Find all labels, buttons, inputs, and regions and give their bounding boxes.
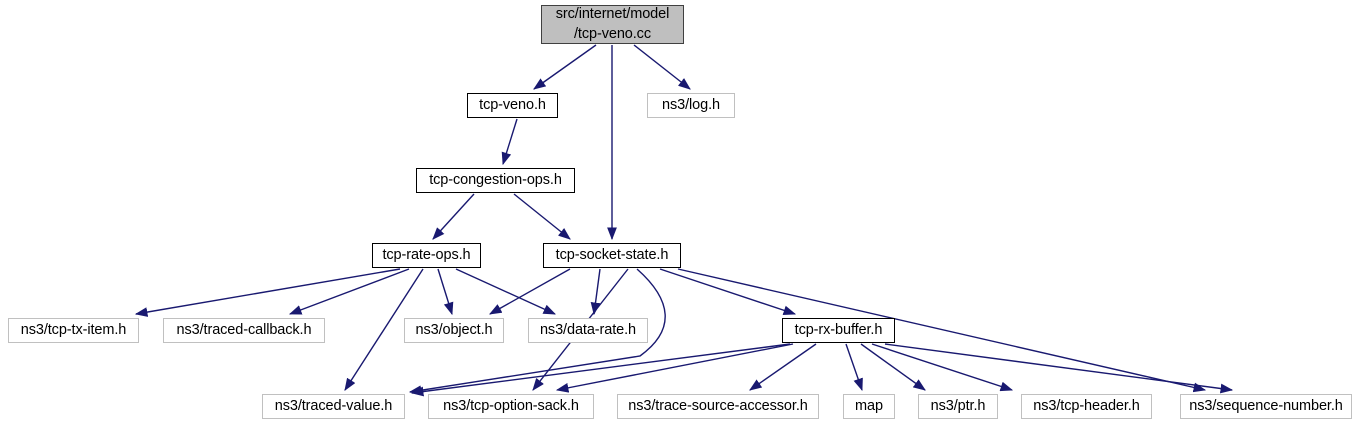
graph-edge-rxbuffer-to-tracedval: [410, 343, 791, 397]
graph-node-txitem[interactable]: ns3/tcp-tx-item.h: [8, 318, 139, 343]
graph-edge-root-to-veno: [533, 44, 597, 90]
graph-node-root[interactable]: src/internet/model /tcp-veno.cc: [541, 5, 684, 44]
graph-node-tracedval[interactable]: ns3/traced-value.h: [262, 394, 405, 419]
graph-node-veno[interactable]: tcp-veno.h: [467, 93, 558, 118]
graph-node-optionsack[interactable]: ns3/tcp-option-sack.h: [428, 394, 594, 419]
graph-node-seqnum[interactable]: ns3/sequence-number.h: [1180, 394, 1352, 419]
graph-node-rateops[interactable]: tcp-rate-ops.h: [372, 243, 481, 268]
graph-node-rxbuffer[interactable]: tcp-rx-buffer.h: [782, 318, 895, 343]
graph-node-log[interactable]: ns3/log.h: [647, 93, 735, 118]
graph-edge-sockstate-to-datarate: [590, 268, 601, 316]
graph-edge-rateops-to-tracedcb: [288, 268, 410, 315]
graph-edge-root-to-log: [633, 44, 691, 90]
graph-node-datarate[interactable]: ns3/data-rate.h: [528, 318, 648, 343]
graph-edge-congops-to-rateops: [432, 193, 475, 240]
graph-edge-sockstate-to-object: [489, 268, 571, 315]
graph-edge-rxbuffer-to-tcpheader: [871, 343, 1014, 392]
graph-edge-rateops-to-txitem: [134, 268, 401, 317]
graph-edge-veno-to-congops: [501, 118, 518, 166]
graph-node-tcpheader[interactable]: ns3/tcp-header.h: [1021, 394, 1152, 419]
graph-edge-rxbuffer-to-tracesrc: [749, 343, 817, 391]
graph-node-ptr[interactable]: ns3/ptr.h: [918, 394, 998, 419]
graph-node-tracesrc[interactable]: ns3/trace-source-accessor.h: [617, 394, 819, 419]
graph-edge-sockstate-to-rxbuffer: [659, 268, 797, 316]
graph-edge-rateops-to-object: [437, 268, 454, 316]
graph-edge-rxbuffer-to-optionsack: [555, 343, 794, 393]
graph-node-object[interactable]: ns3/object.h: [404, 318, 504, 343]
graph-edge-rxbuffer-to-ptr: [860, 343, 926, 391]
graph-edge-rateops-to-tracedval: [344, 268, 424, 391]
graph-node-tracedcb[interactable]: ns3/traced-callback.h: [163, 318, 325, 343]
graph-node-sockstate[interactable]: tcp-socket-state.h: [543, 243, 681, 268]
graph-node-congops[interactable]: tcp-congestion-ops.h: [416, 168, 575, 193]
graph-node-map[interactable]: map: [843, 394, 895, 419]
graph-edge-rxbuffer-to-map: [845, 343, 863, 392]
graph-edge-congops-to-sockstate: [513, 193, 571, 240]
edges-group: [134, 44, 1234, 397]
graph-edge-rxbuffer-to-seqnum: [884, 343, 1234, 394]
graph-edge-rateops-to-datarate: [455, 268, 557, 315]
graph-edge-sockstate-to-seqnum: [677, 268, 1207, 393]
graph-edge-sockstate-to-tracedval: [408, 268, 666, 396]
